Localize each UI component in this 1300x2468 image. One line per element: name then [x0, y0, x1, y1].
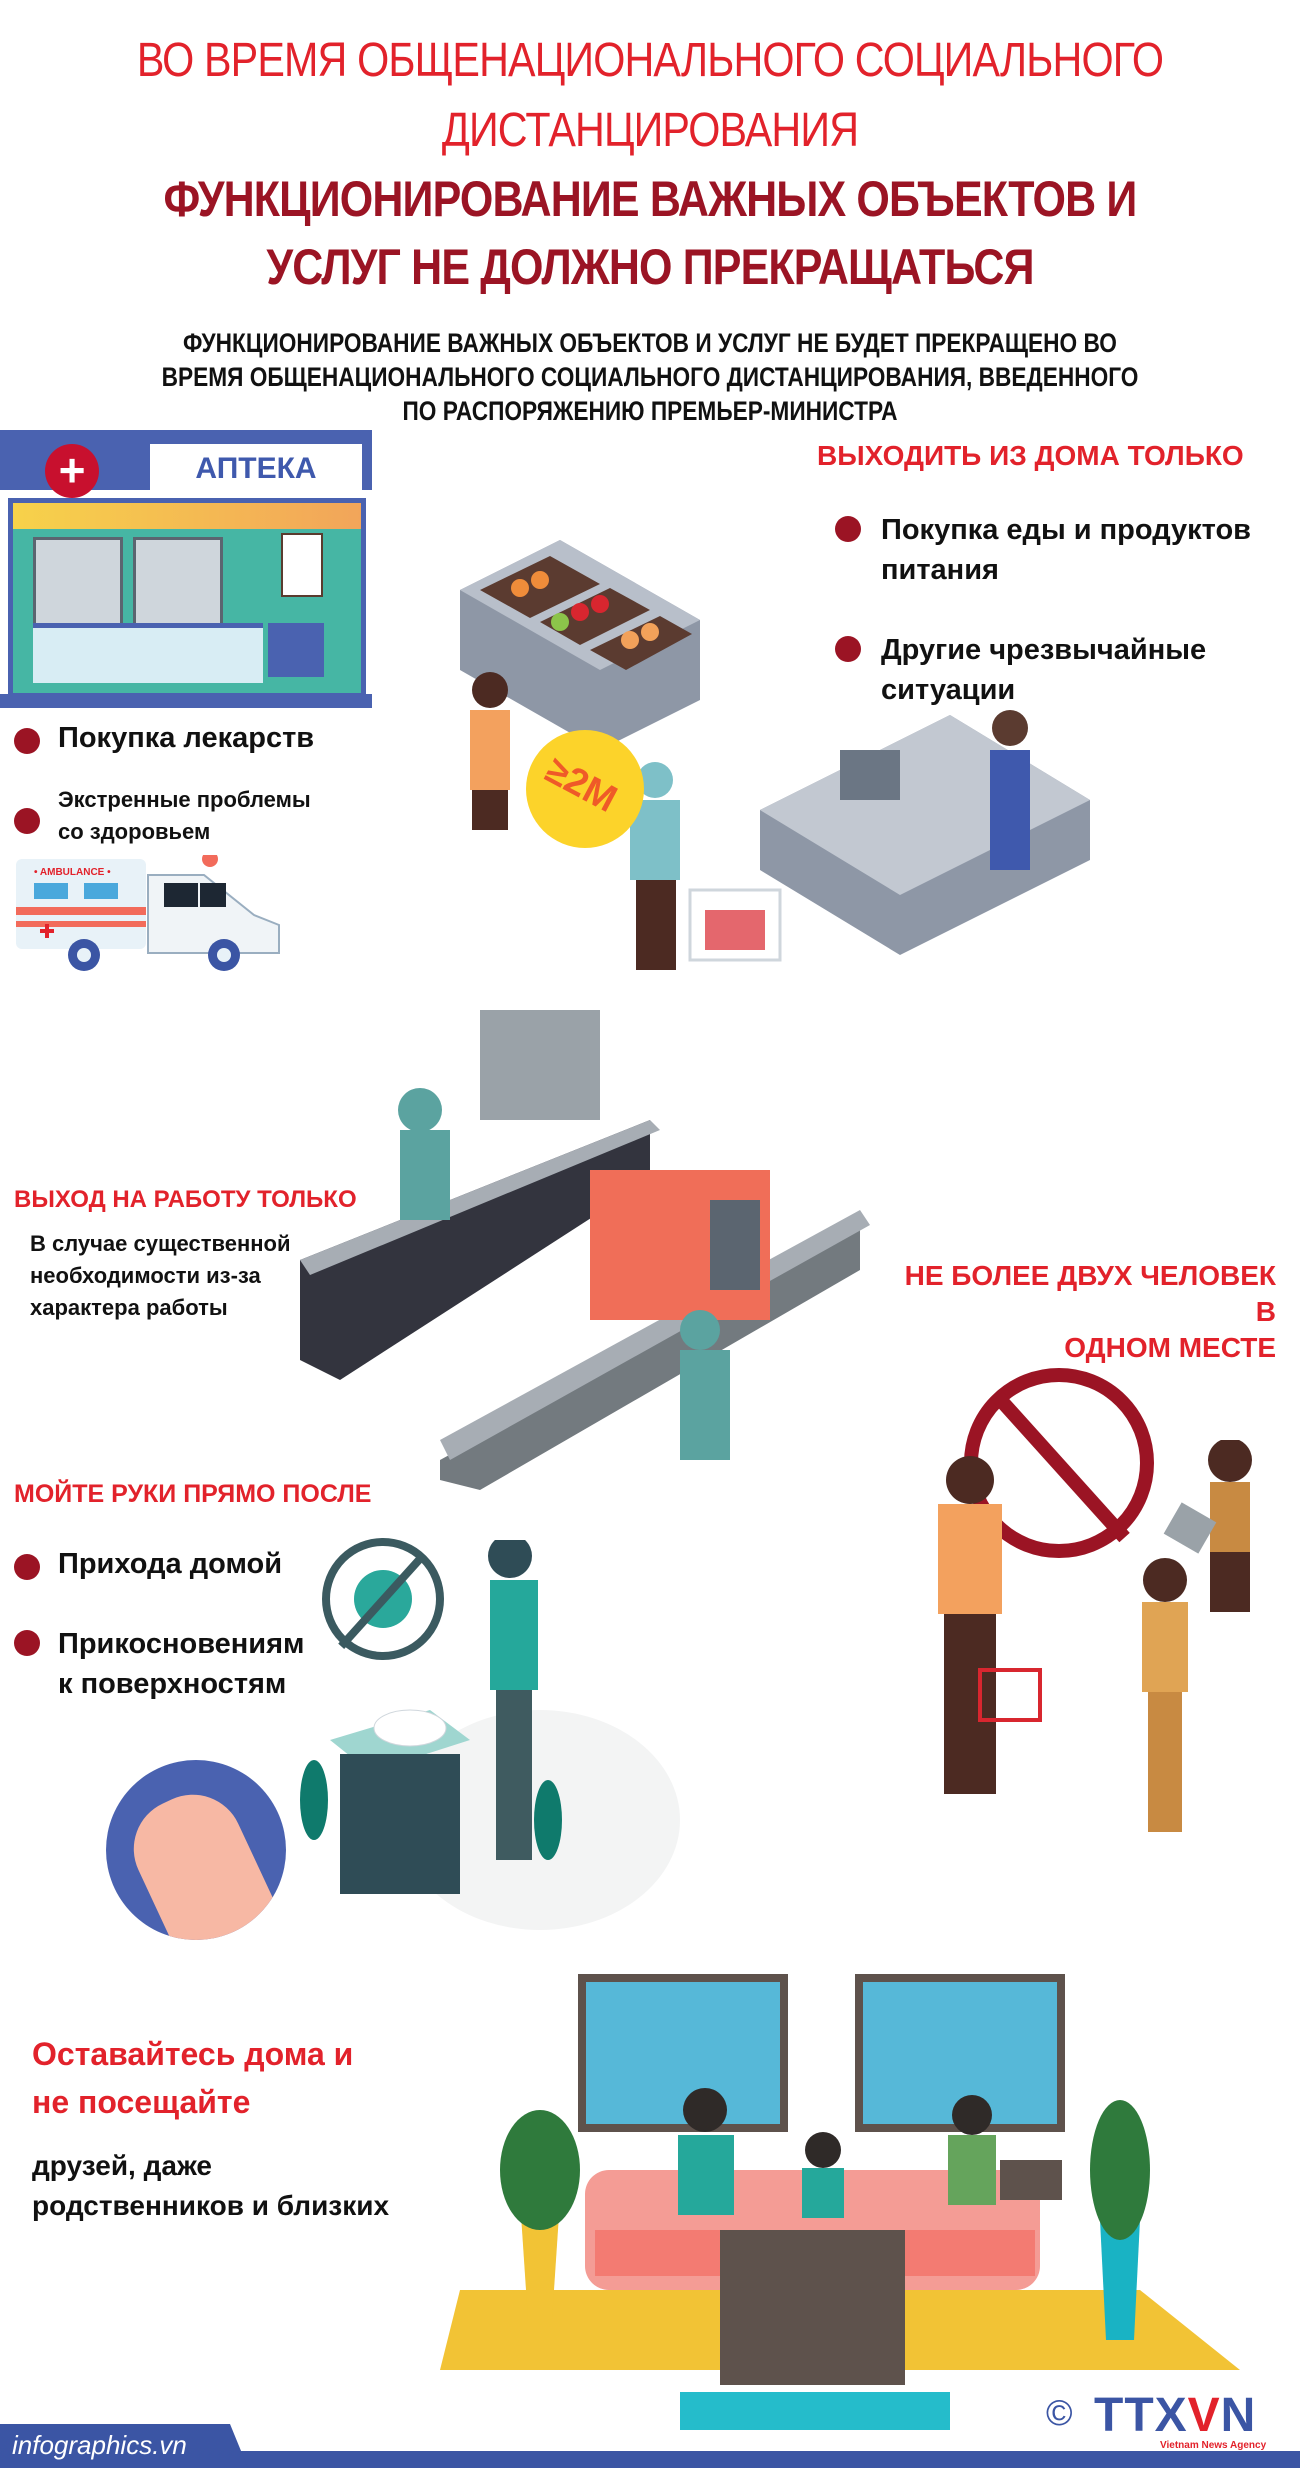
subtitle-line-1: ФУНКЦИОНИРОВАНИЕ ВАЖНЫХ ОБЪЕКТОВ И УСЛУГ… [183, 328, 1117, 358]
bullet-icon [14, 808, 40, 834]
ttxvn-logo: TTXVN [1094, 2388, 1256, 2443]
wash-heading: МОЙТЕ РУКИ ПРЯМО ПОСЛЕ [14, 1480, 372, 1508]
list-item: Покупка лекарств [14, 722, 314, 755]
hand-shape [117, 1778, 285, 1940]
work-text-line-3: характера работы [30, 1295, 228, 1320]
stay-home-heading-line-2: не посещайте [32, 2084, 251, 2120]
ambulance-illustration: • AMBULANCE • [16, 855, 280, 971]
medicine-shelf [33, 537, 123, 627]
bullet-icon [14, 1630, 40, 1656]
site-tab[interactable]: infographics.vn [0, 2424, 248, 2468]
gathering-heading-line-1: НЕ БОЛЕЕ ДВУХ ЧЕЛОВЕК В [904, 1260, 1276, 1327]
work-text-line-1: В случае существенной [30, 1231, 291, 1256]
item-label-line-1: Другие чрезвычайные [881, 634, 1207, 666]
door [268, 623, 324, 677]
bullet-icon [14, 728, 40, 754]
logo-part-a: TTX [1094, 2389, 1188, 2442]
leave-home-heading: ВЫХОДИТЬ ИЗ ДОМА ТОЛЬКО [817, 440, 1244, 471]
bullet-icon [14, 1554, 40, 1580]
item-label-line-2: к поверхностям [58, 1668, 287, 1700]
item-label-line-1: Прикосновениям [58, 1628, 305, 1660]
list-item: Другие чрезвычайные ситуации [835, 630, 1206, 710]
main-title-line-1: ФУНКЦИОНИРОВАНИЕ ВАЖНЫХ ОБЪЕКТОВ И [163, 171, 1138, 227]
pharmacy-illustration: + АПТЕКА [0, 430, 372, 710]
footer-bar [0, 2451, 1300, 2468]
distance-indicator: ≥2M [526, 730, 644, 848]
handwashing-illustration [300, 1540, 680, 1930]
counter [33, 623, 263, 683]
stay-home-text-line-1: друзей, даже [32, 2150, 213, 2181]
medical-cross-icon: + [45, 444, 99, 498]
factory-illustration [300, 1010, 870, 1490]
copyright-icon: © [1046, 2392, 1073, 2433]
stay-home-heading-line-1: Оставайтесь дома и [32, 2036, 354, 2072]
item-label-line-2: питания [881, 554, 999, 586]
main-title-line-2: УСЛУГ НЕ ДОЛЖНО ПРЕКРАЩАТЬСЯ [266, 239, 1034, 295]
pharmacy-base [0, 694, 372, 708]
subtitle-line-2: ВРЕМЯ ОБЩЕНАЦИОНАЛЬНОГО СОЦИАЛЬНОГО ДИСТ… [161, 362, 1139, 392]
site-link[interactable]: infographics.vn [12, 2430, 187, 2460]
logo-part-v: V [1187, 2389, 1221, 2442]
item-label-line-1: Экстренные проблемы [58, 787, 311, 812]
header-line-2: ДИСТАНЦИРОВАНИЯ [441, 104, 859, 157]
list-item: Прикосновениям к поверхностям [14, 1624, 305, 1704]
list-item: Покупка еды и продуктов питания [835, 510, 1251, 590]
soapy-hands-icon [106, 1760, 286, 1940]
item-label-line-2: ситуации [881, 674, 1016, 706]
logo-part-b: N [1220, 2389, 1257, 2442]
people-gathering-illustration [938, 1440, 1252, 1832]
agency-name: Vietnam News Agency [1160, 2440, 1267, 2451]
item-label-line-1: Покупка еды и продуктов [881, 514, 1251, 546]
pharmacy-sign: АПТЕКА [150, 444, 362, 494]
work-text-line-2: необходимости из-за [30, 1263, 261, 1288]
living-room-illustration [440, 1974, 1240, 2430]
item-label-line-2: со здоровьем [58, 819, 211, 844]
bullet-icon [835, 636, 861, 662]
bullet-icon [835, 516, 861, 542]
header-line-1: ВО ВРЕМЯ ОБЩЕНАЦИОНАЛЬНОГО СОЦИАЛЬНОГО [136, 34, 1164, 87]
work-heading: ВЫХОД НА РАБОТУ ТОЛЬКО [14, 1186, 357, 1213]
list-item: Экстренные проблемы со здоровьем [14, 784, 311, 848]
item-label: Прихода домой [58, 1548, 283, 1580]
stay-home-text-line-2: родственников и близких [32, 2190, 390, 2221]
ceiling [13, 503, 361, 529]
gathering-heading-line-2: ОДНОМ МЕСТЕ [1064, 1332, 1276, 1363]
item-label: Покупка лекарств [58, 722, 315, 754]
supermarket-illustration [460, 540, 1090, 970]
first-aid-poster [281, 533, 323, 597]
medicine-shelf [133, 537, 223, 627]
ambulance-text: • AMBULANCE • [34, 867, 111, 878]
subtitle-line-3: ПО РАСПОРЯЖЕНИЮ ПРЕМЬЕР-МИНИСТРА [402, 396, 898, 426]
list-item: Прихода домой [14, 1548, 282, 1581]
pharmacy-interior [8, 498, 366, 698]
no-virus-icon [322, 1538, 444, 1660]
distance-label: ≥2M [538, 749, 624, 821]
